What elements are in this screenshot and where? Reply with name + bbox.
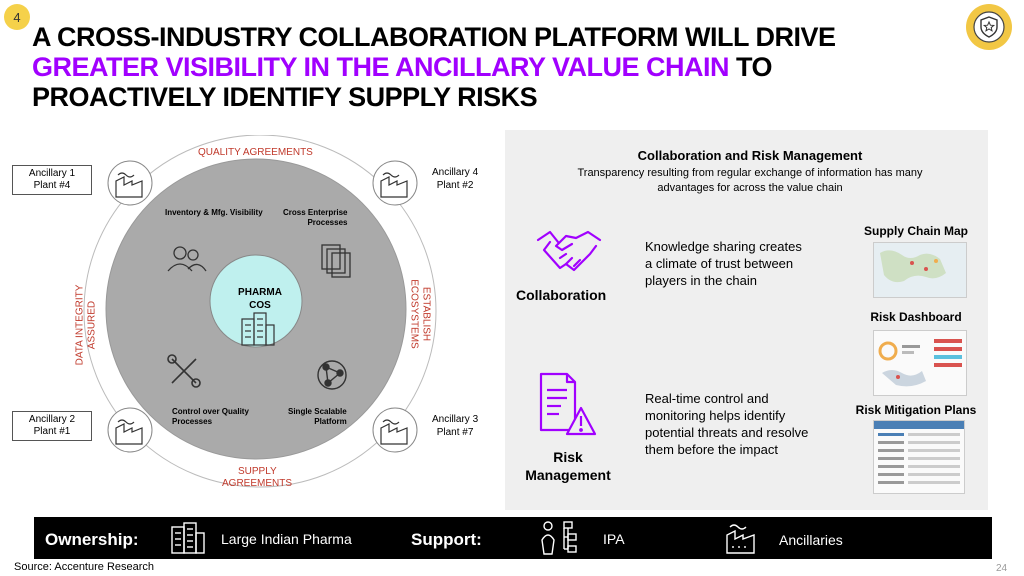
page-number: 24	[996, 563, 1008, 574]
supply-chain-map-label: Supply Chain Map	[863, 224, 968, 238]
page-number-badge: 4	[4, 4, 30, 30]
ownership-value: Large Indian Pharma	[221, 531, 352, 547]
building-icon	[171, 522, 205, 554]
handshake-icon	[536, 230, 602, 272]
quality-agreements-label: QUALITY AGREEMENTS	[198, 147, 313, 158]
single-platform-label: Single Scalable Platform	[288, 407, 347, 426]
users-icon	[167, 246, 207, 272]
org-chart-person-icon	[541, 521, 577, 555]
supply-label-2: AGREEMENTS	[222, 478, 293, 489]
title-line-2-rest: TO	[729, 52, 773, 82]
panel-heading: Collaboration and Risk Management	[637, 148, 863, 163]
data-integrity-label: DATA INTEGRITY ASSURED	[74, 284, 98, 366]
documents-icon	[321, 244, 351, 278]
risk-dashboard-thumbnail[interactable]	[873, 330, 967, 396]
establish-ecosystems-label: ESTABLISH ECOSYSTEMS	[408, 279, 432, 349]
collaboration-diagram	[83, 135, 437, 488]
building-icon	[241, 312, 275, 346]
cross-enterprise-label: Cross Enterprise Processes	[283, 208, 348, 227]
title-line-2: GREATER VISIBILITY IN THE ANCILLARY VALU…	[32, 52, 835, 82]
ancillary-3-label: Ancillary 3 Plant #7	[432, 414, 479, 438]
inventory-visibility-label: Inventory & Mfg. Visibility	[165, 208, 263, 217]
risk-description: Real-time control and monitoring helps i…	[645, 391, 809, 457]
title-line-1: A CROSS-INDUSTRY COLLABORATION PLATFORM …	[32, 22, 836, 52]
network-icon	[317, 360, 347, 390]
shield-star-icon	[966, 4, 1012, 50]
ownership-label: Ownership:	[45, 530, 139, 549]
ancillary-4-label: Ancillary 4 Plant #2	[432, 167, 479, 191]
collaboration-label: Collaboration	[516, 287, 607, 303]
support-value-ancillaries: Ancillaries	[779, 532, 843, 548]
collaboration-description: Knowledge sharing creates a climate of t…	[645, 239, 802, 288]
risk-management-label: Risk Management	[525, 449, 611, 483]
ancillary-2-box: Ancillary 2 Plant #1	[12, 411, 92, 441]
factory-nodes	[107, 160, 418, 453]
pharma-cos-label: PHARMA COS	[238, 287, 282, 311]
risk-mitigation-plans-label: Risk Mitigation Plans	[855, 403, 977, 417]
title-highlight: GREATER VISIBILITY IN THE ANCILLARY VALU…	[32, 52, 730, 82]
source-note: Source: Accenture Research	[14, 561, 155, 573]
supply-label-1: SUPPLY	[238, 466, 277, 477]
risk-document-icon	[539, 372, 597, 436]
page-title: A CROSS-INDUSTRY COLLABORATION PLATFORM …	[32, 22, 836, 112]
factory-icon	[726, 524, 755, 554]
supply-chain-map-thumbnail[interactable]	[873, 242, 967, 298]
tools-icon	[167, 354, 201, 388]
risk-dashboard-label: Risk Dashboard	[870, 310, 962, 324]
ownership-support-bar	[34, 517, 992, 559]
support-value-ipa: IPA	[603, 531, 625, 547]
title-line-3: PROACTIVELY IDENTIFY SUPPLY RISKS	[32, 82, 538, 112]
control-quality-label: Control over Quality Processes	[172, 407, 249, 426]
ancillary-1-box: Ancillary 1 Plant #4	[12, 165, 92, 195]
risk-mitigation-thumbnail[interactable]	[873, 420, 965, 494]
panel-subheading: Transparency resulting from regular exch…	[577, 167, 923, 194]
support-label: Support:	[411, 530, 482, 549]
